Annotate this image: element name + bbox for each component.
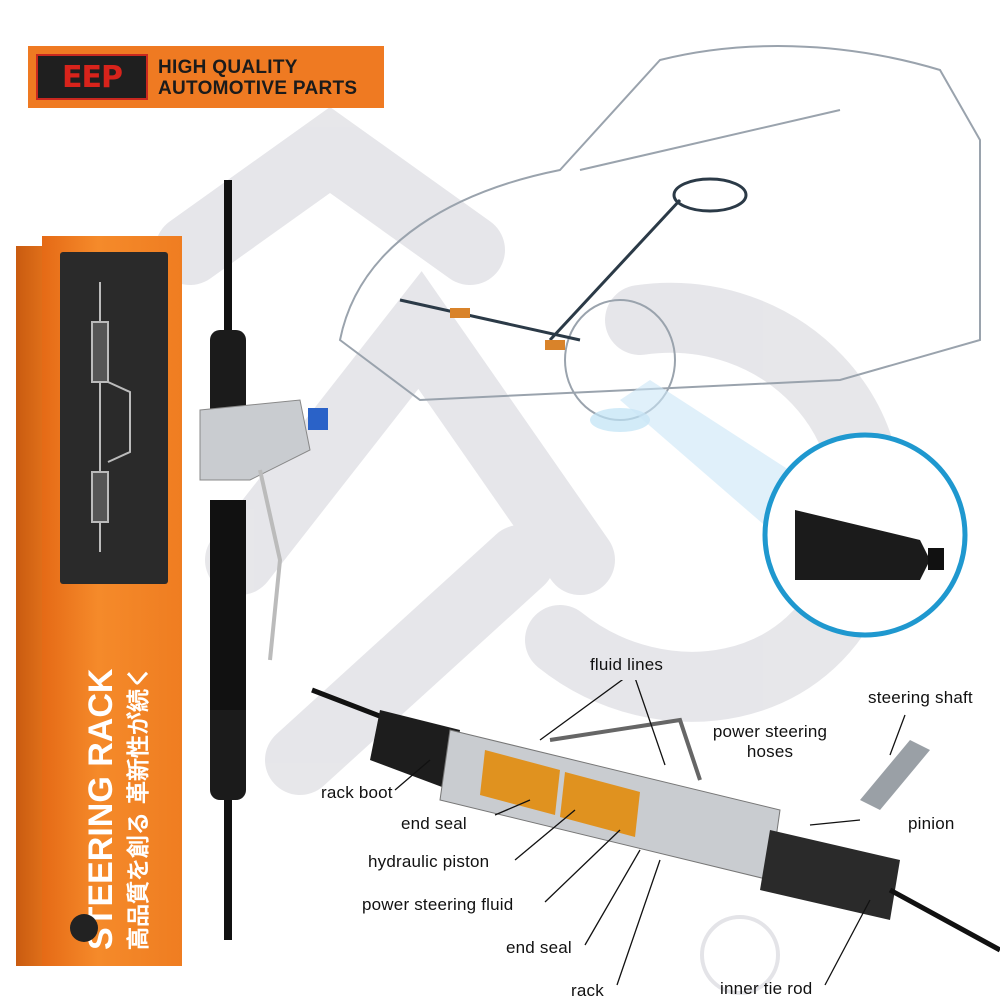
car-diagram	[338, 45, 981, 432]
brand-logo: EEP	[36, 54, 148, 100]
label-inner-tie-rod: inner tie rod	[720, 979, 813, 998]
box-japanese-text: 高品質を創る 革新性が続く	[125, 666, 152, 950]
box-side	[16, 246, 44, 966]
label-hoses-line2: hoses	[746, 742, 794, 761]
label-rack: rack	[571, 981, 604, 1000]
box-title: STEERING RACK	[82, 668, 120, 950]
label-hydraulic-piston: hydraulic piston	[368, 852, 490, 871]
label-power-steering-fluid: power steering fluid	[362, 895, 514, 914]
tagline-line1: HIGH QUALITY	[158, 57, 298, 78]
label-rack-boot: rack boot	[321, 783, 393, 802]
rack-cutaway-diagram	[311, 680, 1000, 986]
label-end-seal-bottom: end seal	[506, 938, 572, 957]
tagline-line2: AUTOMOTIVE PARTS	[158, 78, 358, 99]
label-steering-shaft: steering shaft	[868, 688, 973, 707]
box-title-area: STEERING RACK 高品質を創る 革新性が続く	[70, 666, 152, 950]
label-hoses-line1: power steering	[712, 722, 828, 741]
box-illustration-panel	[60, 252, 168, 584]
box-badge	[70, 914, 98, 942]
label-power-steering-hoses: power steering hoses	[700, 722, 840, 762]
zoom-beam	[620, 380, 820, 530]
brand-tagline: HIGH QUALITY AUTOMOTIVE PARTS	[158, 57, 357, 99]
label-fluid-lines: fluid lines	[590, 655, 664, 674]
boot-zoom-circle	[762, 432, 968, 638]
label-pinion: pinion	[908, 814, 955, 833]
box-rack-illustration	[91, 282, 131, 552]
label-end-seal-top: end seal	[401, 814, 467, 833]
steering-rack-product	[199, 180, 328, 940]
